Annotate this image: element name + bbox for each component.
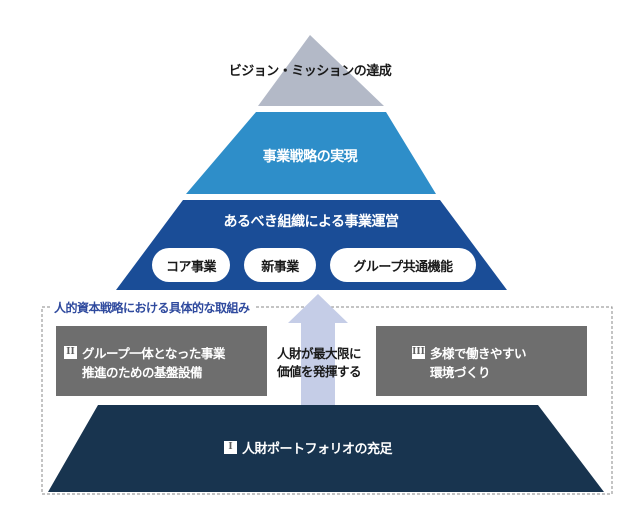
base-numeral: I bbox=[224, 441, 237, 454]
business-pill-new: 新事業 bbox=[244, 248, 316, 282]
business-pill-group: グループ共通機能 bbox=[330, 248, 476, 282]
pillar-3-line-2: 環境づくり bbox=[430, 365, 491, 380]
pillar-2-numeral: II bbox=[64, 346, 77, 359]
business-pill-core: コア事業 bbox=[152, 248, 230, 282]
pillar-2-line-2: 推進のための基盤設備 bbox=[82, 365, 203, 380]
pillar-3-line-1: 多様で働きやすい bbox=[430, 346, 527, 361]
pillar-3-numeral: III bbox=[412, 346, 425, 359]
tier-second-label: 事業戦略の実現 bbox=[262, 149, 358, 165]
initiatives-label: 人的資本戦略における具体的な取組み bbox=[50, 299, 254, 316]
pillar-3-box: III 多様で働きやすい 環境づくり bbox=[376, 326, 587, 396]
base-label: 人財ポートフォリオの充足 bbox=[242, 442, 393, 457]
center-note-line-2: 価値を発揮する bbox=[276, 364, 362, 379]
tier-top-shape bbox=[258, 35, 384, 106]
tier-second-shape bbox=[186, 112, 436, 194]
upward-arrow bbox=[288, 294, 348, 410]
pillar-2-line-1: グループ一体となった事業 bbox=[82, 346, 225, 361]
initiatives-dashed-frame bbox=[41, 306, 613, 495]
base-tier-shape bbox=[48, 405, 604, 492]
tier-top-label: ビジョン・ミッションの達成 bbox=[228, 64, 392, 79]
center-note-line-1: 人財が最大限に bbox=[276, 346, 362, 361]
tier-third-label: あるべき組織による事業運営 bbox=[223, 214, 399, 230]
pillar-2-box: II グループ一体となった事業 推進のための基盤設備 bbox=[56, 326, 267, 396]
